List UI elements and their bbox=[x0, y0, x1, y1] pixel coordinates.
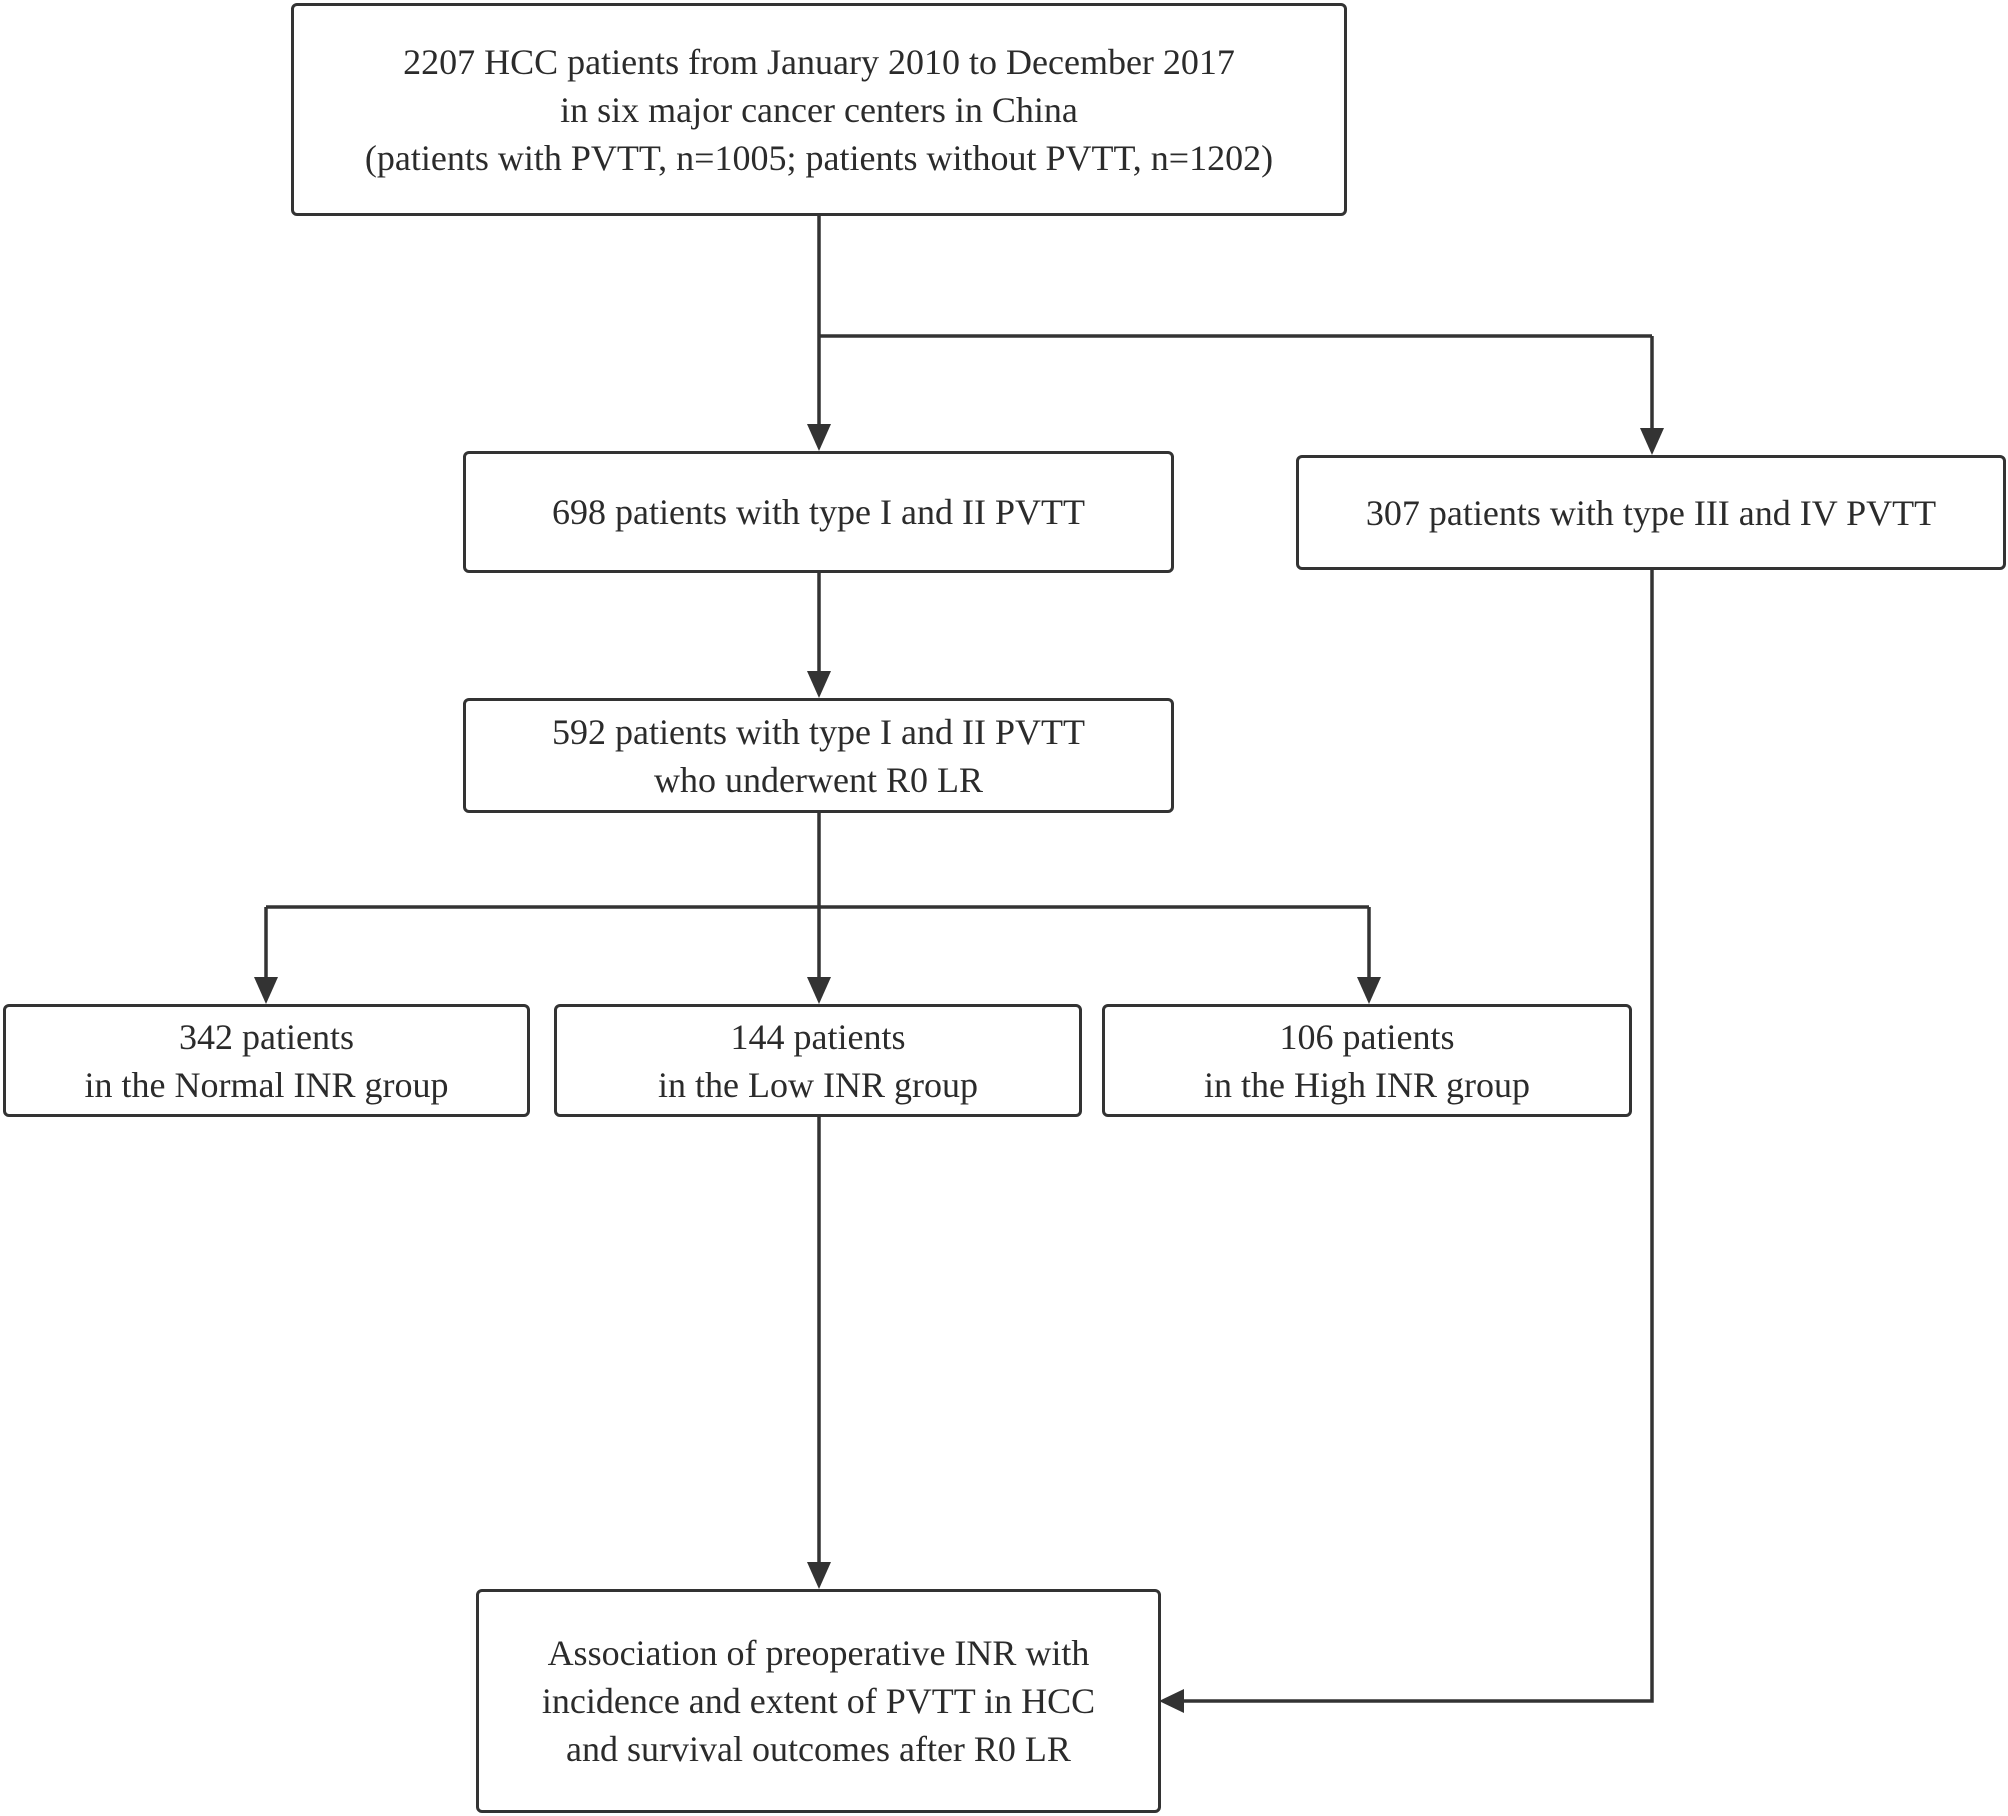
node-type-iii-iv-pvtt-line-1: 307 patients with type III and IV PVTT bbox=[1365, 492, 1937, 533]
node-outcome-line-1: Association of preoperative INR with bbox=[547, 1633, 1090, 1673]
node-type-i-ii-pvtt-line-1: 698 patients with type I and II PVTT bbox=[552, 492, 1085, 532]
node-type-i-ii-pvtt: 698 patients with type I and II PVTT bbox=[463, 451, 1174, 573]
node-r0-lr: 592 patients with type I and II PVTT who… bbox=[463, 698, 1174, 813]
node-low-inr-line-2: in the Low INR group bbox=[658, 1064, 978, 1105]
arrowhead-outcome-right bbox=[1159, 1689, 1184, 1713]
node-source-line-1: 2207 HCC patients from January 2010 to D… bbox=[403, 41, 1235, 82]
arrowhead-outcome-top bbox=[807, 1562, 831, 1589]
node-source-line-2: in six major cancer centers in China bbox=[560, 89, 1078, 130]
node-low-inr: 144 patients in the Low INR group bbox=[554, 1004, 1082, 1117]
node-r0-lr-line-2: who underwent R0 LR bbox=[654, 759, 983, 800]
arrowhead-r0lr bbox=[807, 671, 831, 698]
arrowhead-type34 bbox=[1640, 428, 1664, 455]
arrowhead-low bbox=[807, 977, 831, 1004]
node-high-inr: 106 patients in the High INR group bbox=[1102, 1004, 1632, 1117]
node-normal-inr-line-2: in the Normal INR group bbox=[84, 1064, 449, 1105]
node-r0-lr-line-1: 592 patients with type I and II PVTT bbox=[552, 711, 1085, 752]
node-source-line-3: (patients with PVTT, n=1005; patients wi… bbox=[364, 137, 1274, 178]
node-source: 2207 HCC patients from January 2010 to D… bbox=[291, 3, 1347, 216]
arrowhead-type12 bbox=[807, 424, 831, 451]
node-type-iii-iv-pvtt: 307 patients with type III and IV PVTT bbox=[1296, 455, 2006, 570]
node-normal-inr: 342 patients in the Normal INR group bbox=[3, 1004, 530, 1117]
node-outcome: Association of preoperative INR with inc… bbox=[476, 1589, 1161, 1813]
node-low-inr-line-1: 144 patients bbox=[730, 1016, 906, 1057]
edge-type34-to-outcome bbox=[1184, 570, 1654, 1703]
arrowhead-normal bbox=[254, 977, 278, 1004]
node-outcome-line-2: incidence and extent of PVTT in HCC bbox=[541, 1681, 1096, 1721]
node-high-inr-line-1: 106 patients bbox=[1279, 1016, 1455, 1057]
node-outcome-line-3: and survival outcomes after R0 LR bbox=[566, 1729, 1071, 1769]
arrowhead-high bbox=[1357, 977, 1381, 1004]
node-normal-inr-line-1: 342 patients bbox=[179, 1016, 354, 1057]
node-high-inr-line-2: in the High INR group bbox=[1204, 1064, 1530, 1105]
